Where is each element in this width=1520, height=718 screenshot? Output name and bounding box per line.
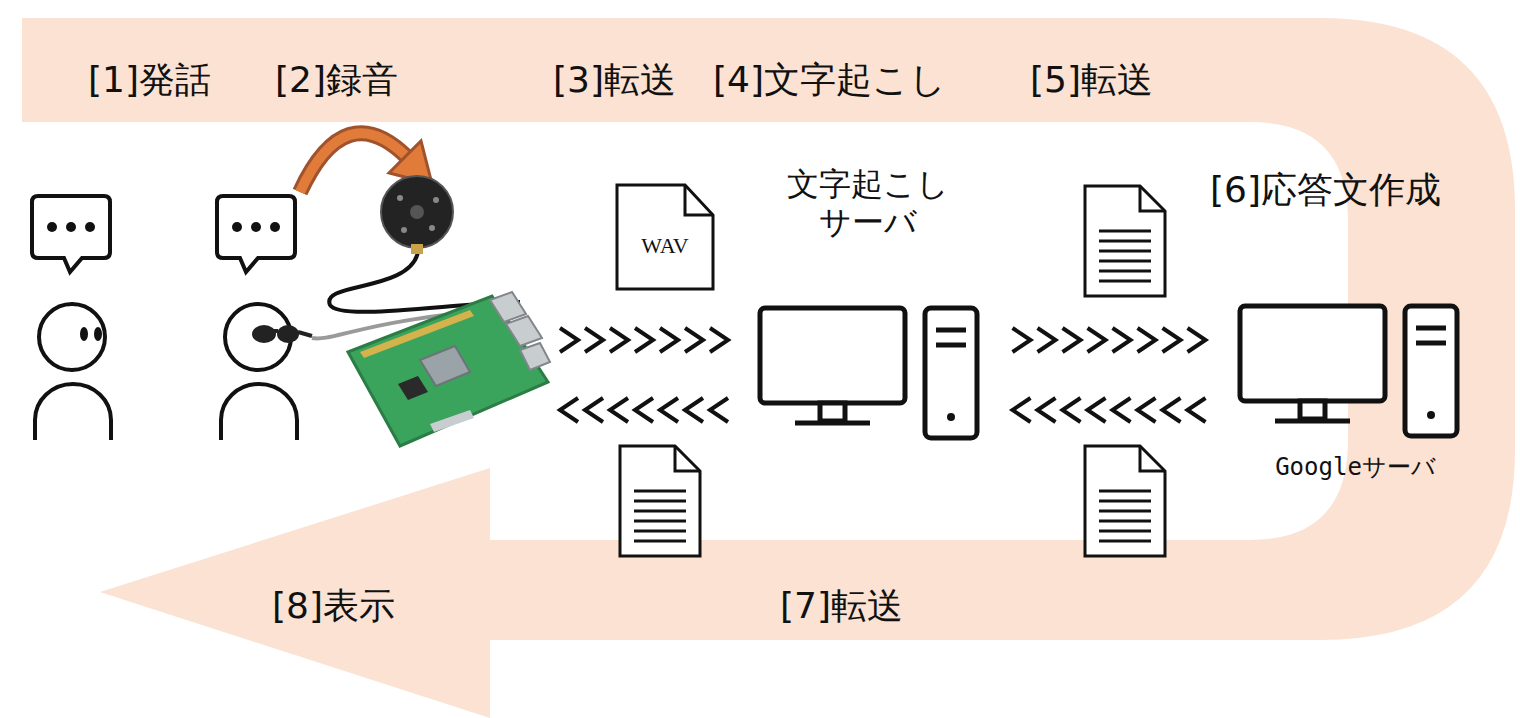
monitor-stand — [1300, 401, 1325, 419]
tower — [925, 308, 977, 438]
transfer-chevrons — [560, 328, 728, 422]
chevron — [1163, 398, 1181, 422]
chevron — [1038, 328, 1056, 352]
tower — [1405, 306, 1457, 436]
wav-file: WAV — [615, 183, 715, 291]
computer-icon — [745, 305, 990, 445]
flow-band — [22, 18, 1515, 718]
chevron — [1113, 328, 1131, 352]
monitor-stand — [820, 403, 845, 421]
chevron — [1138, 328, 1156, 352]
chevron — [1013, 328, 1031, 352]
monitor-base — [1275, 419, 1350, 424]
chevron — [1188, 398, 1206, 422]
chevron — [1013, 398, 1031, 422]
document-fold — [685, 185, 713, 215]
tower-slot — [1416, 326, 1446, 331]
text-document — [620, 446, 700, 556]
chevron — [1038, 398, 1056, 422]
step-label: [6]応答文作成 — [1210, 172, 1441, 208]
step-label: [3]転送 — [553, 62, 676, 98]
tower-slot — [936, 328, 966, 333]
computer-icon — [1228, 303, 1473, 443]
monitor-base — [795, 421, 870, 426]
chevron — [1063, 328, 1081, 352]
step-label: [5]転送 — [1030, 62, 1153, 98]
chevron — [1063, 398, 1081, 422]
tower-slot — [1416, 341, 1446, 346]
chevron — [1163, 328, 1181, 352]
server-node: 文字起こし サーバ — [745, 165, 990, 455]
chevron — [1188, 328, 1206, 352]
step-label: [7]転送 — [780, 588, 903, 624]
transfer-connector — [1013, 328, 1206, 352]
speaker-person — [32, 196, 111, 440]
chevron — [1113, 398, 1131, 422]
text-document — [1085, 446, 1165, 556]
step-label: [8]表示 — [272, 588, 395, 624]
step-label: [1]発話 — [88, 62, 211, 98]
transfer-connector — [1013, 398, 1206, 422]
chevron — [1138, 398, 1156, 422]
server-name: Googleサーバ — [1228, 453, 1483, 482]
raspberry-pi — [348, 292, 550, 446]
power-dot — [947, 413, 955, 421]
power-dot — [1427, 411, 1435, 419]
server-name: 文字起こし サーバ — [773, 165, 963, 242]
chevron — [1088, 398, 1106, 422]
server-node: Googleサーバ — [1228, 303, 1483, 486]
user-person — [217, 196, 312, 440]
tower-slot — [936, 343, 966, 348]
step-label: [2]録音 — [275, 62, 398, 98]
text-document — [1085, 186, 1165, 296]
monitor — [1240, 306, 1385, 401]
microphone-board — [381, 176, 453, 254]
file-type: WAV — [615, 233, 715, 259]
step-label: [4]文字起こし — [713, 62, 946, 98]
monitor — [760, 308, 905, 403]
chevron — [1088, 328, 1106, 352]
